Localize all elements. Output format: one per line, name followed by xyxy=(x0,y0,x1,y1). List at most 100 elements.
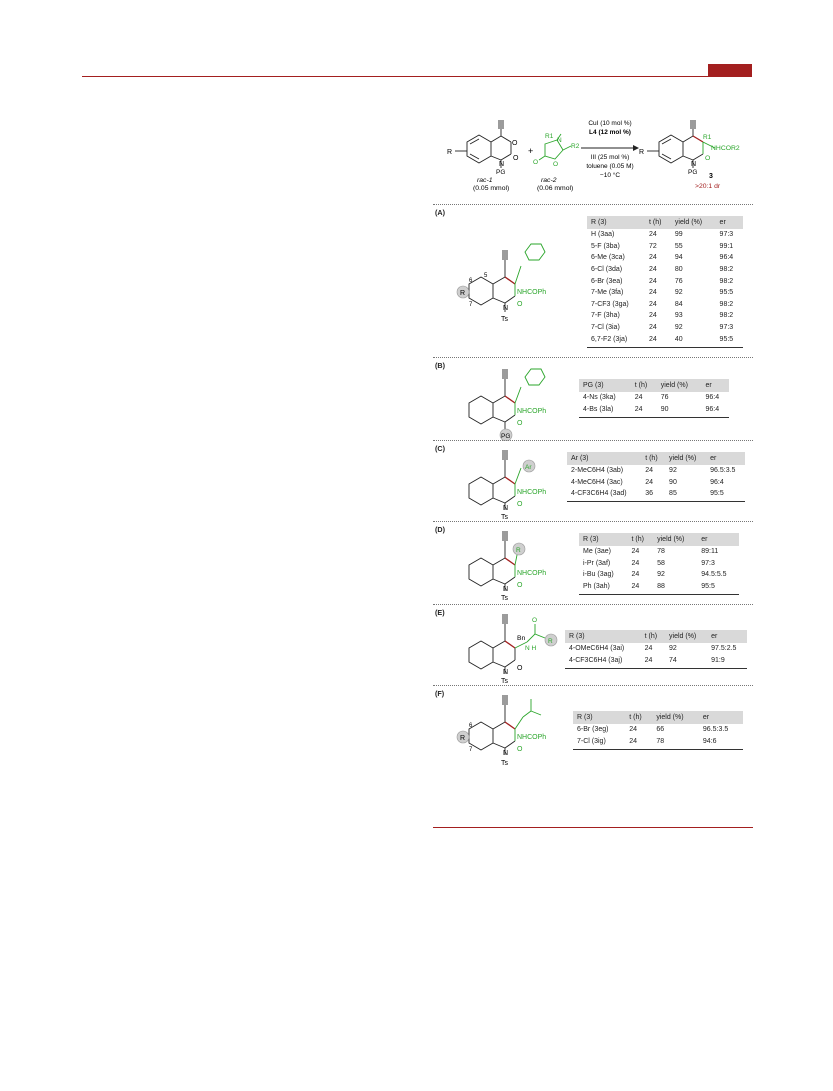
cell: 4-OMeC6H4 (3ai) xyxy=(569,645,625,653)
cell: 96:4 xyxy=(705,394,720,402)
cell: 24 xyxy=(648,266,657,274)
col-header: yield (%) xyxy=(653,533,698,546)
panel-f-substituent: R xyxy=(460,735,465,742)
panel-d-n: N xyxy=(503,586,508,593)
product-o: O xyxy=(705,155,710,162)
cell: 40 xyxy=(670,333,716,348)
cell: 24 xyxy=(631,559,640,567)
cell: 91:9 xyxy=(707,654,747,669)
cell: 99:1 xyxy=(719,242,734,250)
cell: 92 xyxy=(657,571,665,579)
reactant-1-name: rac-1 xyxy=(477,177,493,184)
cell: 92 xyxy=(669,467,677,475)
cell: 99 xyxy=(674,231,683,239)
scheme-divider xyxy=(433,204,753,205)
cell: 24 xyxy=(648,231,657,239)
panel-a-substituent: R xyxy=(460,290,465,297)
panel-f-structure: R NHCOPh O N Ts 6 7 xyxy=(456,695,546,767)
cell: 94.5:5.5 xyxy=(701,571,727,579)
panel-e-carbonyl-o: O xyxy=(532,617,537,624)
figure-bottom-rule xyxy=(433,827,753,828)
cell: 24 xyxy=(640,654,666,669)
cell: 97.5:2.5 xyxy=(711,645,737,653)
cell: 7-Cl (3ia) xyxy=(591,324,620,332)
cell: 24 xyxy=(631,548,640,556)
col-header: PG (3) xyxy=(579,379,631,392)
reactant-2-structure xyxy=(538,133,572,161)
cell: i-Pr (3af) xyxy=(583,559,611,567)
cell: 24 xyxy=(648,289,657,297)
panel-b: (B) PG NHCOPh O xyxy=(433,359,753,441)
col-header: yield (%) xyxy=(665,630,708,643)
cell: 4-CF3C6H4 (3ad) xyxy=(567,488,642,503)
panel-d: (D) R NHCOPh O N Ts xyxy=(433,523,753,603)
condition-temperature: −10 °C xyxy=(600,171,620,179)
cell: 98:2 xyxy=(719,300,734,308)
cell: 94 xyxy=(674,254,683,262)
cell: 76 xyxy=(674,277,683,285)
cell: 98:2 xyxy=(719,266,734,274)
cell: 7-Cl (3ig) xyxy=(573,735,626,750)
panel-f-ts: Ts xyxy=(501,760,509,767)
product-new-bond xyxy=(692,135,704,143)
col-header: er xyxy=(715,216,743,229)
cell: 7-F (3ha) xyxy=(591,312,620,320)
cell: 92 xyxy=(674,289,683,297)
cell: H (3aa) xyxy=(591,231,615,239)
panel-a-label: (A) xyxy=(435,208,445,217)
reactant-2-name: rac-2 xyxy=(541,177,557,184)
cell: 24 xyxy=(648,254,657,262)
panel-d-ts: Ts xyxy=(501,595,509,601)
product-nhcor2: NHCOR2 xyxy=(711,145,740,152)
col-header: t (h) xyxy=(625,711,653,724)
reactant-1-structure xyxy=(455,120,512,168)
cell: 78 xyxy=(652,735,699,750)
cell: 24 xyxy=(648,277,657,285)
condition-catalyst: CuI (10 mol %) xyxy=(588,120,631,127)
panel-divider xyxy=(433,604,753,605)
panel-f-n: N xyxy=(503,750,508,757)
cell: 24 xyxy=(648,300,657,308)
cell: 66 xyxy=(656,726,665,734)
panel-f-o: O xyxy=(517,746,523,753)
reactant-1-r: R xyxy=(447,149,452,156)
cell: 24 xyxy=(648,324,657,332)
cell: 96:4 xyxy=(710,478,724,486)
cell: 6-Me (3ca) xyxy=(591,254,625,262)
product-dr: >20:1 dr xyxy=(695,183,721,190)
col-header: R (3) xyxy=(579,533,628,546)
panel-e-nh: N H xyxy=(525,645,537,652)
panel-e-label: (E) xyxy=(435,608,445,617)
panel-e-o: O xyxy=(517,665,523,672)
reactant-1-n: N xyxy=(499,161,504,168)
panel-a: (A) R NHCOPh O N xyxy=(433,206,753,356)
cell: i-Bu (3ag) xyxy=(583,571,614,579)
col-header: R (3) xyxy=(573,711,626,724)
panel-f-pos6: 6 xyxy=(469,723,473,729)
panel-c-n: N xyxy=(503,505,508,512)
panel-f-label: (F) xyxy=(435,689,445,698)
cell: 36 xyxy=(641,488,666,503)
cell: 89:11 xyxy=(701,548,719,556)
cell: 95:5 xyxy=(706,488,745,503)
panel-c-o: O xyxy=(517,501,523,508)
panel-divider xyxy=(433,685,753,686)
cell: 24 xyxy=(634,394,643,402)
cell: 24 xyxy=(627,580,654,596)
col-header: Ar (3) xyxy=(567,452,642,465)
col-header: yield (%) xyxy=(665,452,707,465)
cell: 97:3 xyxy=(719,231,734,239)
